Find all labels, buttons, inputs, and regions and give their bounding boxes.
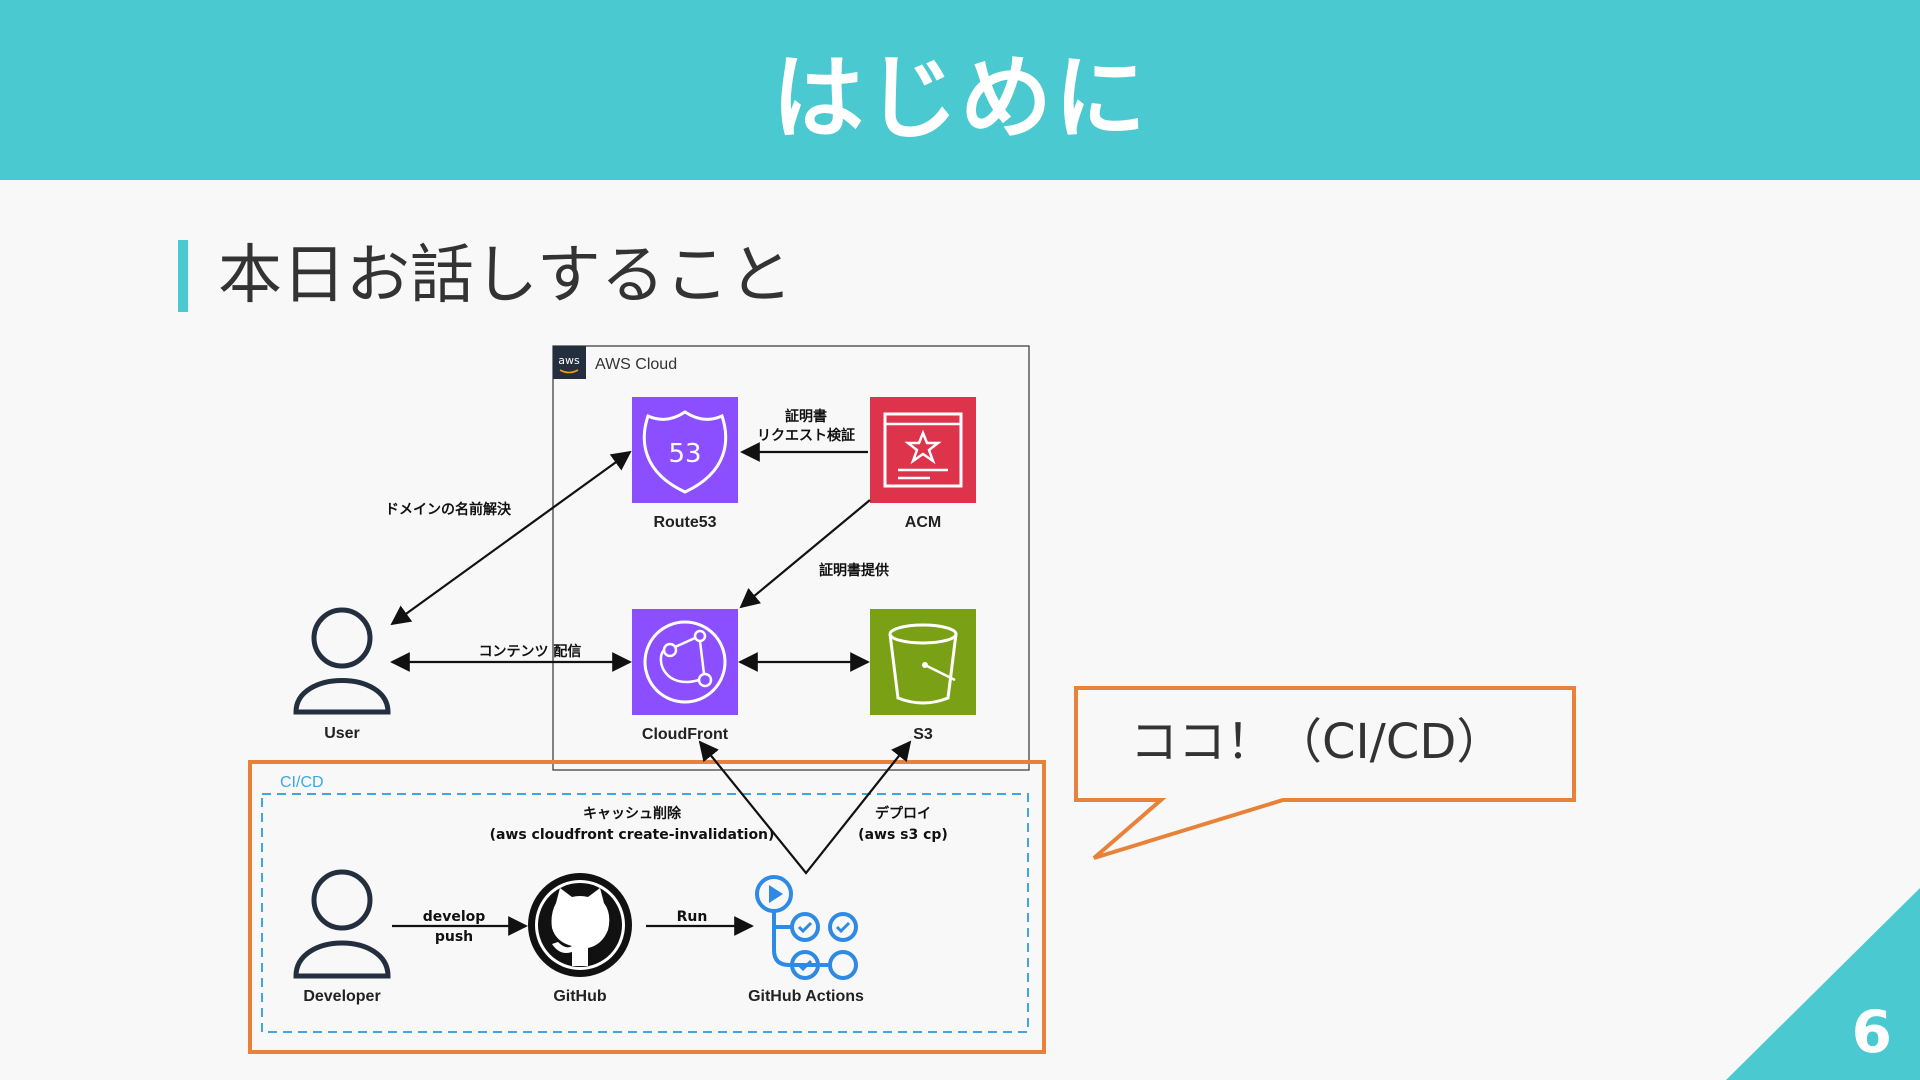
s3-label: S3 — [913, 726, 933, 743]
aws-logo-text: aws — [558, 354, 580, 367]
s3-icon — [870, 609, 976, 715]
edge-cert-provide-label: 証明書提供 — [819, 562, 889, 579]
github-icon — [528, 873, 632, 977]
edge-deploy-label-1: デプロイ — [875, 805, 931, 822]
edge-cache-deploy — [698, 740, 912, 875]
aws-logo-smile — [559, 369, 579, 374]
section-accent-bar — [178, 240, 188, 312]
user-label: User — [324, 725, 360, 742]
aws-logo — [553, 346, 586, 379]
route53-badge: 53 — [668, 439, 701, 469]
route53-label: Route53 — [653, 514, 716, 531]
edge-run-label: Run — [677, 909, 708, 925]
edge-cache-label-2: (aws cloudfront create-invalidation) — [490, 827, 775, 843]
edge-cache-label-1: キャッシュ削除 — [583, 805, 682, 822]
callout-bubble — [1074, 686, 1576, 860]
edge-content-label: コンテンツ 配信 — [479, 643, 582, 660]
route53-icon: 53 — [632, 397, 738, 503]
edge-cert-request-label-2: リクエスト検証 — [757, 427, 855, 444]
edge-dns — [390, 450, 632, 626]
cicd-group — [261, 793, 1029, 1033]
developer-icon — [293, 869, 391, 979]
github-label: GitHub — [553, 988, 607, 1005]
corner-triangle — [1726, 888, 1920, 1080]
developer-label: Developer — [303, 988, 380, 1005]
aws-cloud-label: AWS Cloud — [595, 356, 677, 373]
cicd-group-label: CI/CD — [280, 774, 324, 791]
acm-label: ACM — [905, 514, 941, 531]
edge-develop-label-1: develop — [423, 909, 486, 925]
edge-cert-provide — [739, 499, 871, 609]
user-icon — [293, 607, 391, 715]
edge-deploy-label-2: (aws s3 cp) — [858, 827, 948, 843]
cicd-highlight-box — [248, 760, 1046, 1054]
edge-dns-label: ドメインの名前解決 — [385, 501, 512, 518]
github-actions-icon — [755, 875, 858, 980]
edge-develop-label-2: push — [435, 929, 473, 945]
callout-text: ココ！（CI/CD） — [1130, 714, 1505, 770]
cloudfront-icon — [632, 609, 738, 715]
acm-icon — [870, 397, 976, 503]
section-title: 本日お話しすること — [218, 239, 793, 313]
cloudfront-label: CloudFront — [642, 726, 729, 743]
github-actions-label: GitHub Actions — [748, 988, 864, 1005]
title-bar: はじめに — [0, 0, 1920, 180]
edge-cert-request-label-1: 証明書 — [785, 408, 827, 425]
slide-title: はじめに — [771, 44, 1148, 152]
page-number: 6 — [1851, 998, 1892, 1066]
